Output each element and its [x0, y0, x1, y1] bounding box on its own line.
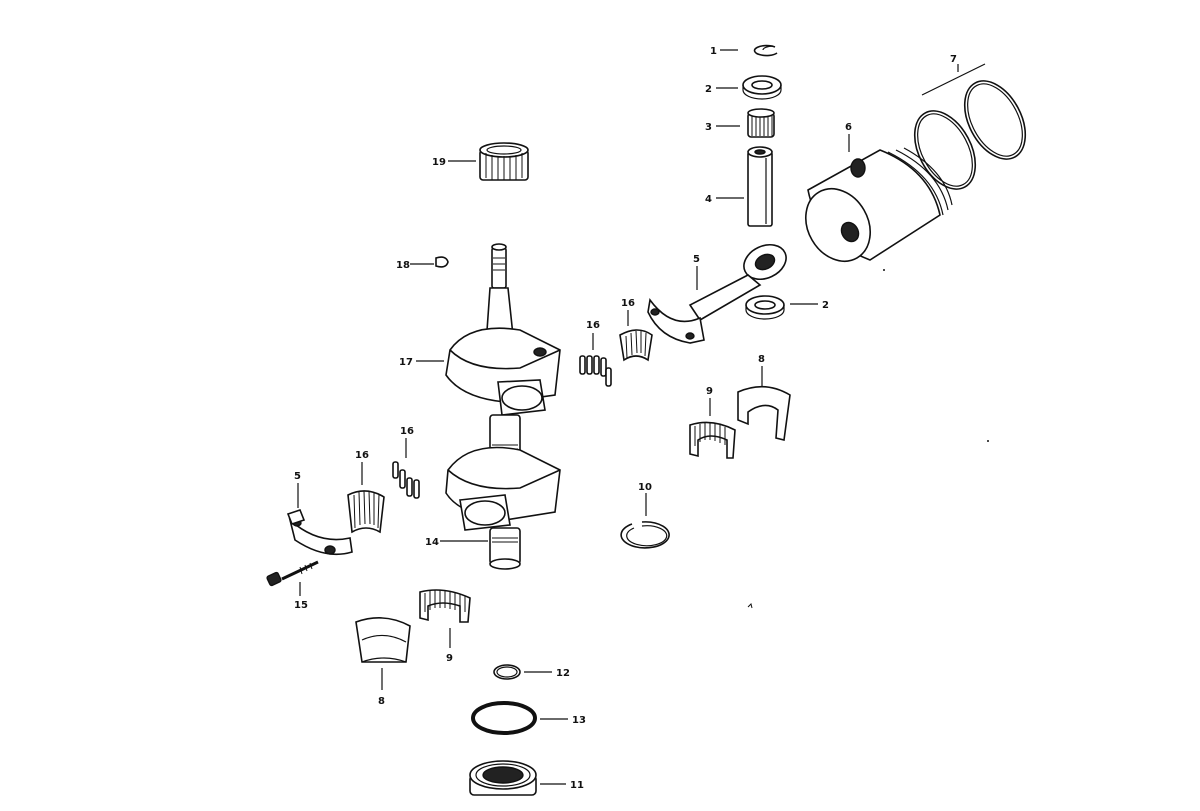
part-9-cage-half-lower — [419, 589, 471, 623]
callout-16b: 16 — [586, 320, 600, 331]
callout-9b: 9 — [446, 653, 453, 664]
part-11-seal — [469, 760, 537, 796]
speck — [747, 603, 753, 609]
part-16-loose-needles-upper — [579, 355, 612, 387]
part-1-retaining-clip — [753, 44, 778, 57]
callout-5a: 5 — [693, 254, 700, 265]
part-13-o-ring-large — [471, 701, 537, 735]
callout-16d: 16 — [355, 450, 369, 461]
callout-13: 13 — [572, 715, 586, 726]
callout-19: 19 — [432, 157, 446, 168]
part-4-wrist-pin — [747, 146, 773, 227]
callout-2b: 2 — [822, 300, 829, 311]
callout-1: 1 — [710, 46, 717, 57]
part-2-thrust-washer-lower — [745, 295, 785, 320]
callout-16c: 16 — [400, 426, 414, 437]
callout-11: 11 — [570, 780, 584, 791]
part-16-needle-cage-lower — [347, 490, 385, 534]
part-10-lock-ring — [620, 521, 670, 549]
callout-10: 10 — [638, 482, 652, 493]
speck — [987, 440, 989, 442]
part-7-piston-rings — [913, 80, 1027, 190]
callout-15: 15 — [294, 600, 308, 611]
part-3-needle-bearing — [747, 108, 775, 138]
part-2-thrust-washer-top — [742, 75, 782, 100]
callout-8a: 8 — [758, 354, 765, 365]
callout-3: 3 — [705, 122, 712, 133]
leader-7 — [921, 63, 986, 96]
callout-12: 12 — [556, 668, 570, 679]
part-15-rod-bolt — [266, 560, 319, 587]
callout-4: 4 — [705, 194, 712, 205]
callout-2a: 2 — [705, 84, 712, 95]
part-8-bearing-race-upper — [737, 385, 791, 441]
part-16-needle-cage-upper — [619, 329, 653, 362]
part-17-crankshaft — [445, 243, 561, 570]
part-5-connecting-rod — [647, 243, 787, 344]
part-8-bearing-race-lower — [355, 617, 411, 663]
part-19-main-bearing — [479, 142, 529, 181]
callout-5b: 5 — [294, 471, 301, 482]
callout-14: 14 — [425, 537, 439, 548]
callout-16a: 16 — [621, 298, 635, 309]
part-12-o-ring — [493, 664, 521, 680]
speck — [883, 269, 885, 271]
callout-8b: 8 — [378, 696, 385, 707]
callout-18: 18 — [396, 260, 410, 271]
part-6-piston — [805, 147, 953, 262]
part-5-rod-cap — [286, 509, 353, 556]
part-18-woodruff-key — [435, 256, 449, 268]
callout-17: 17 — [399, 357, 413, 368]
callout-9a: 9 — [706, 386, 713, 397]
callout-6: 6 — [845, 122, 852, 133]
callout-7: 7 — [950, 54, 957, 65]
part-16-loose-needles-lower — [392, 461, 420, 499]
part-9-cage-half-upper — [689, 421, 736, 459]
